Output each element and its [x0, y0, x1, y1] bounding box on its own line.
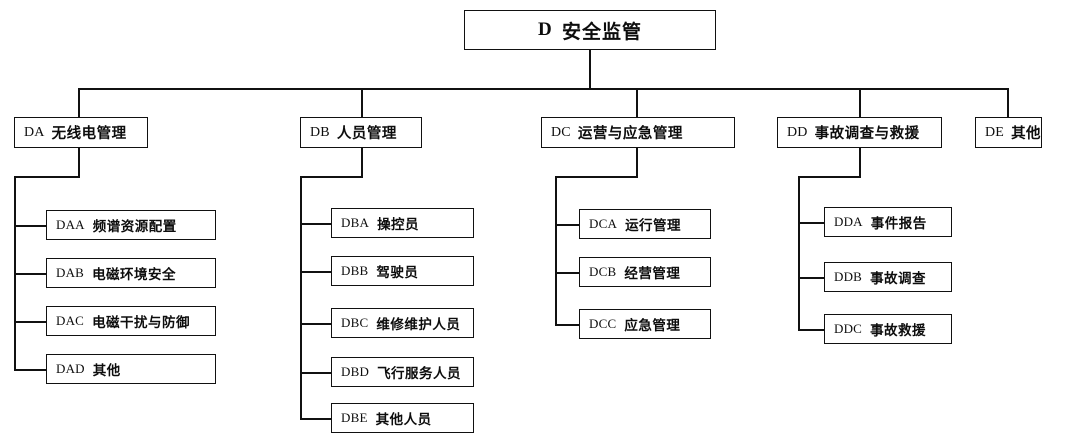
- node-dba[interactable]: DBA 操控员: [331, 208, 474, 238]
- node-da[interactable]: DA 无线电管理: [14, 117, 148, 148]
- connector-dd-spine: [798, 176, 800, 331]
- connector-db-spine: [300, 176, 302, 419]
- node-dbe[interactable]: DBE 其他人员: [331, 403, 474, 433]
- connector-dc-elbow: [555, 176, 638, 178]
- connector-drop-db: [361, 88, 363, 117]
- node-label: 频谱资源配置: [92, 219, 177, 235]
- node-code: D: [538, 19, 552, 40]
- connector-db-stub-2: [300, 271, 331, 273]
- node-code: DCC: [589, 316, 617, 331]
- connector-db-stub-3: [300, 323, 331, 325]
- node-dbb[interactable]: DBB 驾驶员: [331, 256, 474, 286]
- node-label: 电磁环境安全: [92, 267, 177, 283]
- node-code: DDC: [834, 321, 863, 336]
- node-code: DBD: [341, 364, 370, 379]
- node-label: 安全监管: [561, 20, 642, 43]
- node-code: DC: [551, 124, 571, 140]
- node-dbd[interactable]: DBD 飞行服务人员: [331, 357, 474, 387]
- node-dd[interactable]: DD 事故调查与救援: [777, 117, 942, 148]
- connector-dd-elbow: [798, 176, 861, 178]
- node-code: DBE: [341, 410, 368, 425]
- connector-da-stub-4: [14, 369, 46, 371]
- node-code: DBB: [341, 263, 369, 278]
- connector-drop-dc: [636, 88, 638, 117]
- node-dab[interactable]: DAB 电磁环境安全: [46, 258, 216, 288]
- node-label: 电磁干扰与防御: [92, 315, 191, 331]
- node-dcb[interactable]: DCB 经营管理: [579, 257, 711, 287]
- connector-dd-stub-3: [798, 329, 824, 331]
- node-db[interactable]: DB 人员管理: [300, 117, 422, 148]
- node-dad[interactable]: DAD 其他: [46, 354, 216, 384]
- node-code: DD: [787, 124, 808, 140]
- connector-da-elbow: [14, 176, 80, 178]
- node-code: DCA: [589, 216, 618, 231]
- node-label: 人员管理: [336, 126, 397, 142]
- node-label: 事故调查与救援: [814, 126, 920, 142]
- connector-dc-stub-1: [555, 224, 579, 226]
- node-root-d[interactable]: D 安全监管: [464, 10, 716, 50]
- node-code: DAD: [56, 361, 85, 376]
- connector-drop-de: [1007, 88, 1009, 117]
- node-label: 事件报告: [870, 216, 927, 232]
- node-dc[interactable]: DC 运营与应急管理: [541, 117, 735, 148]
- node-dca[interactable]: DCA 运行管理: [579, 209, 711, 239]
- node-de[interactable]: DE 其他: [975, 117, 1042, 148]
- node-label: 运行管理: [625, 218, 682, 234]
- connector-drop-dd: [859, 88, 861, 117]
- connector-db-stub-5: [300, 418, 331, 420]
- node-label: 其他: [1011, 126, 1042, 142]
- connector-db-stub-4: [300, 372, 331, 374]
- connector-da-stem: [78, 148, 80, 178]
- connector-drop-da: [78, 88, 80, 117]
- node-code: DCB: [589, 264, 617, 279]
- node-dbc[interactable]: DBC 维修维护人员: [331, 308, 474, 338]
- node-label: 应急管理: [624, 318, 681, 334]
- node-code: DAB: [56, 265, 85, 280]
- connector-dd-stub-2: [798, 277, 824, 279]
- node-ddc[interactable]: DDC 事故救援: [824, 314, 952, 344]
- connector-da-stub-1: [14, 225, 46, 227]
- node-dcc[interactable]: DCC 应急管理: [579, 309, 711, 339]
- node-code: DAA: [56, 217, 85, 232]
- node-code: DA: [24, 124, 45, 140]
- node-dda[interactable]: DDA 事件报告: [824, 207, 952, 237]
- node-code: DDB: [834, 269, 863, 284]
- node-code: DBC: [341, 315, 369, 330]
- node-label: 其他: [92, 363, 121, 379]
- node-code: DDA: [834, 214, 863, 229]
- connector-root-stem: [589, 50, 591, 88]
- connector-db-stem: [361, 148, 363, 178]
- node-label: 无线电管理: [51, 126, 127, 142]
- connector-dc-stub-3: [555, 324, 579, 326]
- connector-db-elbow: [300, 176, 363, 178]
- node-code: DE: [985, 124, 1005, 140]
- node-daa[interactable]: DAA 频谱资源配置: [46, 210, 216, 240]
- connector-dc-stub-2: [555, 272, 579, 274]
- connector-dc-stem: [636, 148, 638, 178]
- node-label: 事故救援: [870, 323, 927, 339]
- connector-da-stub-2: [14, 273, 46, 275]
- node-code: DAC: [56, 313, 85, 328]
- node-label: 事故调查: [870, 271, 927, 287]
- node-label: 驾驶员: [376, 265, 419, 281]
- node-label: 飞行服务人员: [377, 366, 462, 382]
- connector-level2-bus: [78, 88, 1008, 90]
- node-code: DB: [310, 124, 330, 140]
- connector-dc-spine: [555, 176, 557, 326]
- node-label: 操控员: [377, 217, 420, 233]
- connector-db-stub-1: [300, 223, 331, 225]
- node-code: DBA: [341, 215, 370, 230]
- connector-da-stub-3: [14, 321, 46, 323]
- node-ddb[interactable]: DDB 事故调查: [824, 262, 952, 292]
- node-label: 其他人员: [375, 412, 432, 428]
- node-dac[interactable]: DAC 电磁干扰与防御: [46, 306, 216, 336]
- node-label: 运营与应急管理: [577, 126, 683, 142]
- connector-dd-stub-1: [798, 222, 824, 224]
- connector-dd-stem: [859, 148, 861, 178]
- node-label: 维修维护人员: [376, 317, 461, 333]
- node-label: 经营管理: [624, 266, 681, 282]
